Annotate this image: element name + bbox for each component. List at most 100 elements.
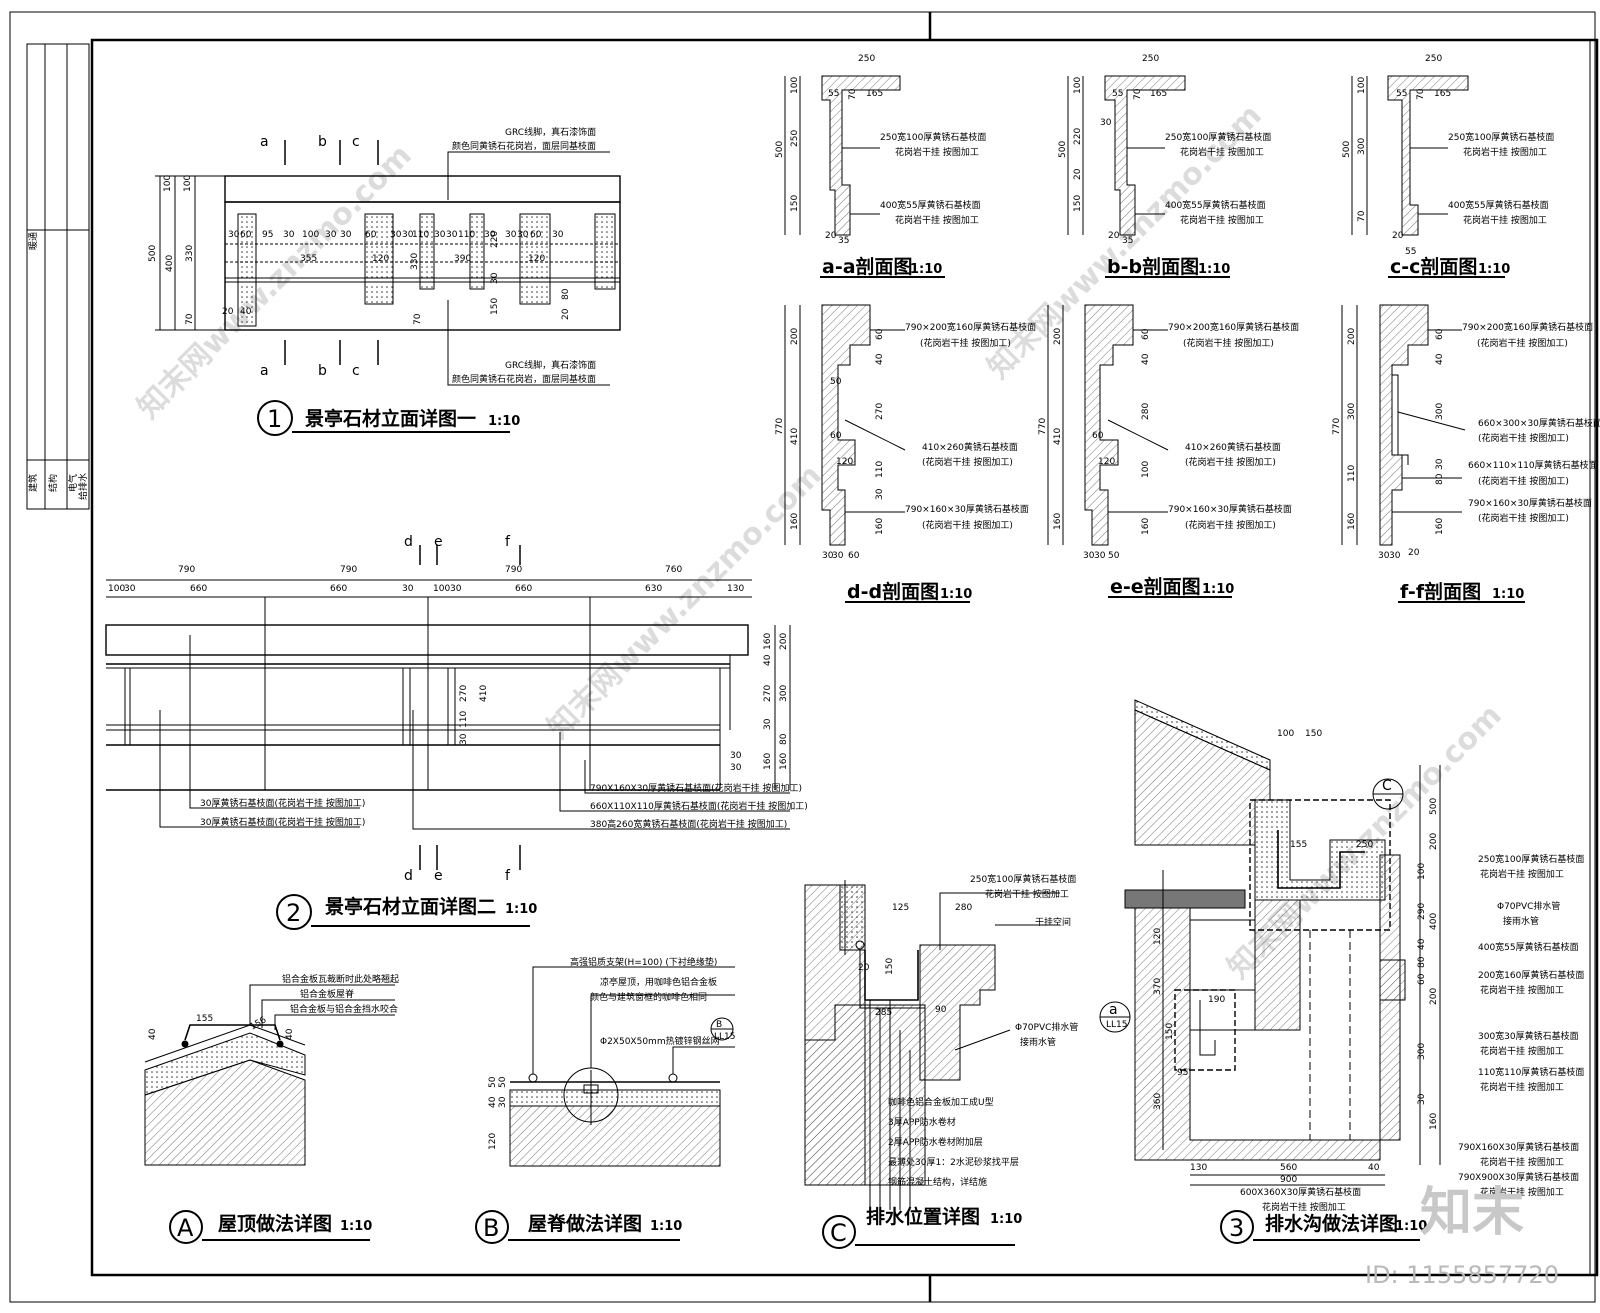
- note-sec-f: 660×110×110厚黄锈石基枝面: [1468, 459, 1598, 471]
- section-cc-drawing: [1351, 75, 1469, 236]
- dim-label: 40: [1435, 353, 1445, 365]
- title-label: 景亭石材立面详图二: [325, 895, 496, 918]
- cut-mark-d: d: [404, 534, 413, 550]
- dim-label: 30: [340, 230, 352, 240]
- note-drain-3: 花岗岩干挂 按图加工: [1480, 1156, 1564, 1168]
- title-scale: 1:10: [910, 262, 942, 277]
- dim-label: 220: [1073, 128, 1083, 145]
- title-scale: 1:10: [488, 414, 520, 429]
- dim-label: 60: [1092, 431, 1104, 441]
- dim-label: 80: [779, 733, 789, 745]
- cut-mark-b: b: [318, 363, 327, 379]
- note-sec: 250宽100厚黄锈石基枝面: [1165, 131, 1271, 143]
- dim-label: 100: [163, 175, 173, 192]
- dim-label: 30: [459, 733, 469, 745]
- note-sec-e: (花岗岩干挂 按图加工): [1183, 337, 1274, 349]
- dim-label: 250: [1425, 54, 1442, 64]
- dim-label: 660: [515, 584, 532, 594]
- dim-label: 355: [300, 254, 317, 264]
- title-scale: 1:10: [650, 1219, 682, 1234]
- dim-label: 30: [484, 230, 496, 240]
- dim-label: 120: [1098, 457, 1115, 467]
- dim-label: 200: [779, 633, 789, 650]
- cut-mark-d: d: [404, 868, 413, 884]
- dim-label: 30: [490, 272, 500, 284]
- note-sec: 花岗岩干挂 按图加工: [1180, 214, 1264, 226]
- note-drain-3: 花岗岩干挂 按图加工: [1480, 984, 1564, 996]
- callout-b-letter: B: [716, 1020, 722, 1030]
- note-drain-3: 250宽100厚黄锈石基枝面: [1478, 853, 1584, 865]
- dim-label: 90: [935, 1005, 947, 1015]
- dim-label: 130: [1190, 1163, 1207, 1173]
- note-sec-f: 790×200宽160厚黄锈石基枝面: [1462, 321, 1593, 333]
- dim-label: 660: [190, 584, 207, 594]
- dim-label: 30: [1100, 118, 1112, 128]
- title-detail-a: A 屋顶做法详图 1:10: [169, 1210, 372, 1244]
- dim-label: 770: [775, 418, 785, 435]
- dim-label: 400: [165, 255, 175, 272]
- cut-mark-e: e: [434, 534, 443, 550]
- dim-label: 110: [412, 230, 429, 240]
- dim-label: 500: [775, 141, 785, 158]
- image-id-label: ID: 1155857720: [1365, 1261, 1559, 1289]
- sheet-frame: [9, 11, 1599, 1303]
- cut-mark-f: f: [505, 534, 511, 550]
- dim-label: 120: [488, 1133, 498, 1150]
- dim-label: 200: [1429, 988, 1439, 1005]
- dim-label: 120: [528, 254, 545, 264]
- title-number: C: [830, 1219, 847, 1247]
- dim-label: 790: [178, 565, 195, 575]
- dim-label: 60: [875, 328, 885, 340]
- note-drain-c: 250宽100厚黄锈石基枝面: [970, 873, 1076, 885]
- dim-label: 20: [561, 308, 571, 320]
- cut-mark-c: c: [352, 363, 360, 379]
- dim-label: 35: [1122, 236, 1133, 246]
- dim-label: 80: [561, 288, 571, 300]
- note-ridge: Φ2X50X50mm热镀锌钢丝网: [600, 1035, 720, 1047]
- section-ff-dims: 200 770 300 110 160 60 40 300 30 80 160 …: [1332, 328, 1445, 561]
- dim-label: 200: [1429, 833, 1439, 850]
- title-section-ff: f-f剖面图 1:10: [1398, 580, 1525, 603]
- dim-label: 270: [459, 685, 469, 702]
- title-label: c-c剖面图: [1390, 255, 1477, 278]
- note-drain-3: 600X360X30厚黄锈石基枝面: [1240, 1186, 1361, 1198]
- section-aa-drawing: [784, 75, 901, 236]
- note-drain-3: Φ70PVC排水管: [1497, 900, 1560, 912]
- dim-label: 400: [1429, 913, 1439, 930]
- dim-label: 60: [1435, 328, 1445, 340]
- title-scale: 1:10: [940, 587, 972, 602]
- note-sec-e: 790×160×30厚黄锈石基枝面: [1168, 503, 1292, 515]
- dim-label: 285: [875, 1008, 892, 1018]
- dim-label: 100: [183, 175, 193, 192]
- dim-label: 50: [488, 1076, 498, 1088]
- dim-label: 130: [727, 584, 744, 594]
- dim-label: 30: [1435, 458, 1445, 470]
- note-elev2: 380高260宽黄锈石基枝面(花岗岩干挂 按图加工): [590, 818, 787, 830]
- dim-label: 30: [1094, 551, 1106, 561]
- dim-label: 40: [285, 1028, 295, 1040]
- title-label: 屋脊做法详图: [528, 1212, 642, 1235]
- sidebar-row-arch: 建筑: [27, 474, 39, 492]
- note-sec: 花岗岩干挂 按图加工: [1463, 146, 1547, 158]
- dim-label: 410: [479, 685, 489, 702]
- note-ridge: 颜色与建筑窗框的咖啡色相同: [590, 991, 707, 1003]
- dim-label: 125: [892, 903, 909, 913]
- note-sec: 250宽100厚黄锈石基枝面: [1448, 131, 1554, 143]
- dim-label: 30: [730, 763, 742, 773]
- dim-label: 40: [1368, 1163, 1380, 1173]
- cut-mark-f: f: [505, 868, 511, 884]
- dim-label: 160: [1141, 518, 1151, 535]
- title-section-aa: a-a剖面图 1:10: [820, 255, 945, 278]
- note-roof: 铝合金板与铝合金挡水咬合: [290, 1003, 398, 1015]
- note-drain-3: 花岗岩干挂 按图加工: [1480, 1045, 1564, 1057]
- dim-label: 370: [1153, 978, 1163, 995]
- dim-label: 360: [1153, 1093, 1163, 1110]
- dim-label: 50: [1108, 551, 1120, 561]
- note-roof: 铝合金板屋脊: [300, 988, 354, 1000]
- dim-label: 120: [1153, 928, 1163, 945]
- section-ee-dims: 200 770 410 160 60 40 280 60 100 120 160…: [1038, 328, 1151, 561]
- dim-label: 50: [830, 377, 842, 387]
- dim-label: 110: [459, 711, 469, 728]
- note-sec-e: (花岗岩干挂 按图加工): [1185, 456, 1276, 468]
- dim-label: 250: [1356, 840, 1373, 850]
